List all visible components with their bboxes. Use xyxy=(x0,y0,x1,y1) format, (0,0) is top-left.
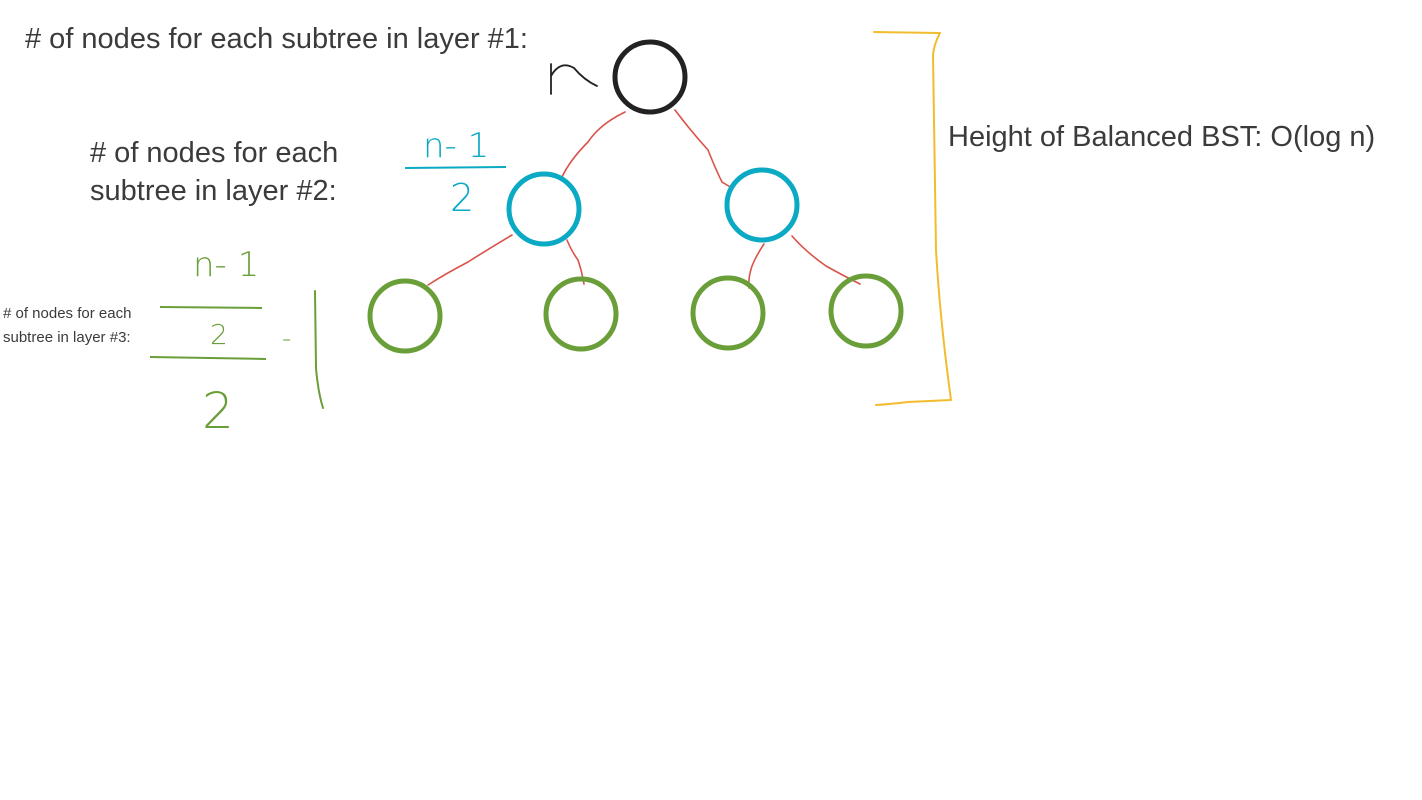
layer3-node-3 xyxy=(690,275,766,351)
layer3-numerator: n- 1 xyxy=(193,245,259,285)
edge-right-leftleaf xyxy=(748,243,765,289)
layer2-numerator: n- 1 xyxy=(423,126,489,166)
edge-root-left xyxy=(561,111,626,178)
layer3-node-4 xyxy=(828,273,904,349)
layer2-label-line1: # of nodes for each xyxy=(90,137,338,169)
layer3-one-glyph xyxy=(314,290,324,409)
layer2-right-node xyxy=(724,167,800,243)
layer2-label-line2: subtree in layer #2: xyxy=(90,175,337,207)
layer3-label-line2: subtree in layer #3: xyxy=(3,329,131,346)
height-label: Height of Balanced BST: O(log n) xyxy=(948,121,1375,153)
layer3-minus: - xyxy=(282,324,291,354)
layer2-fraction: n- 1 2 xyxy=(404,126,507,220)
edge-root-right xyxy=(674,109,733,189)
tree-edges xyxy=(427,109,861,289)
layer2-left-node xyxy=(506,171,582,247)
layer3-fraction: n- 1 2 2 - 1 xyxy=(0,0,324,440)
layer3-inner-bar xyxy=(159,306,263,309)
layer1-label: # of nodes for each subtree in layer #1: xyxy=(25,23,528,55)
layer3-outer-bar xyxy=(149,356,267,360)
layer3-node-1 xyxy=(367,278,443,354)
layer3-node-2 xyxy=(543,276,619,352)
layer1-count-glyph xyxy=(550,63,598,95)
height-bracket xyxy=(873,31,952,406)
layer2-fraction-bar xyxy=(404,166,507,169)
layer3-label-line1: # of nodes for each xyxy=(3,305,131,322)
edge-left-leftleaf xyxy=(427,234,513,286)
layer3-inner-denominator: 2 xyxy=(210,318,228,351)
layer3-outer-denominator: 2 xyxy=(202,382,234,440)
layer1-count-annotation: n xyxy=(550,63,598,95)
layer3-one-text: 1 xyxy=(0,0,1,1)
root-node xyxy=(612,39,688,115)
edge-right-rightleaf xyxy=(791,235,861,285)
layer2-denominator: 2 xyxy=(450,176,474,220)
